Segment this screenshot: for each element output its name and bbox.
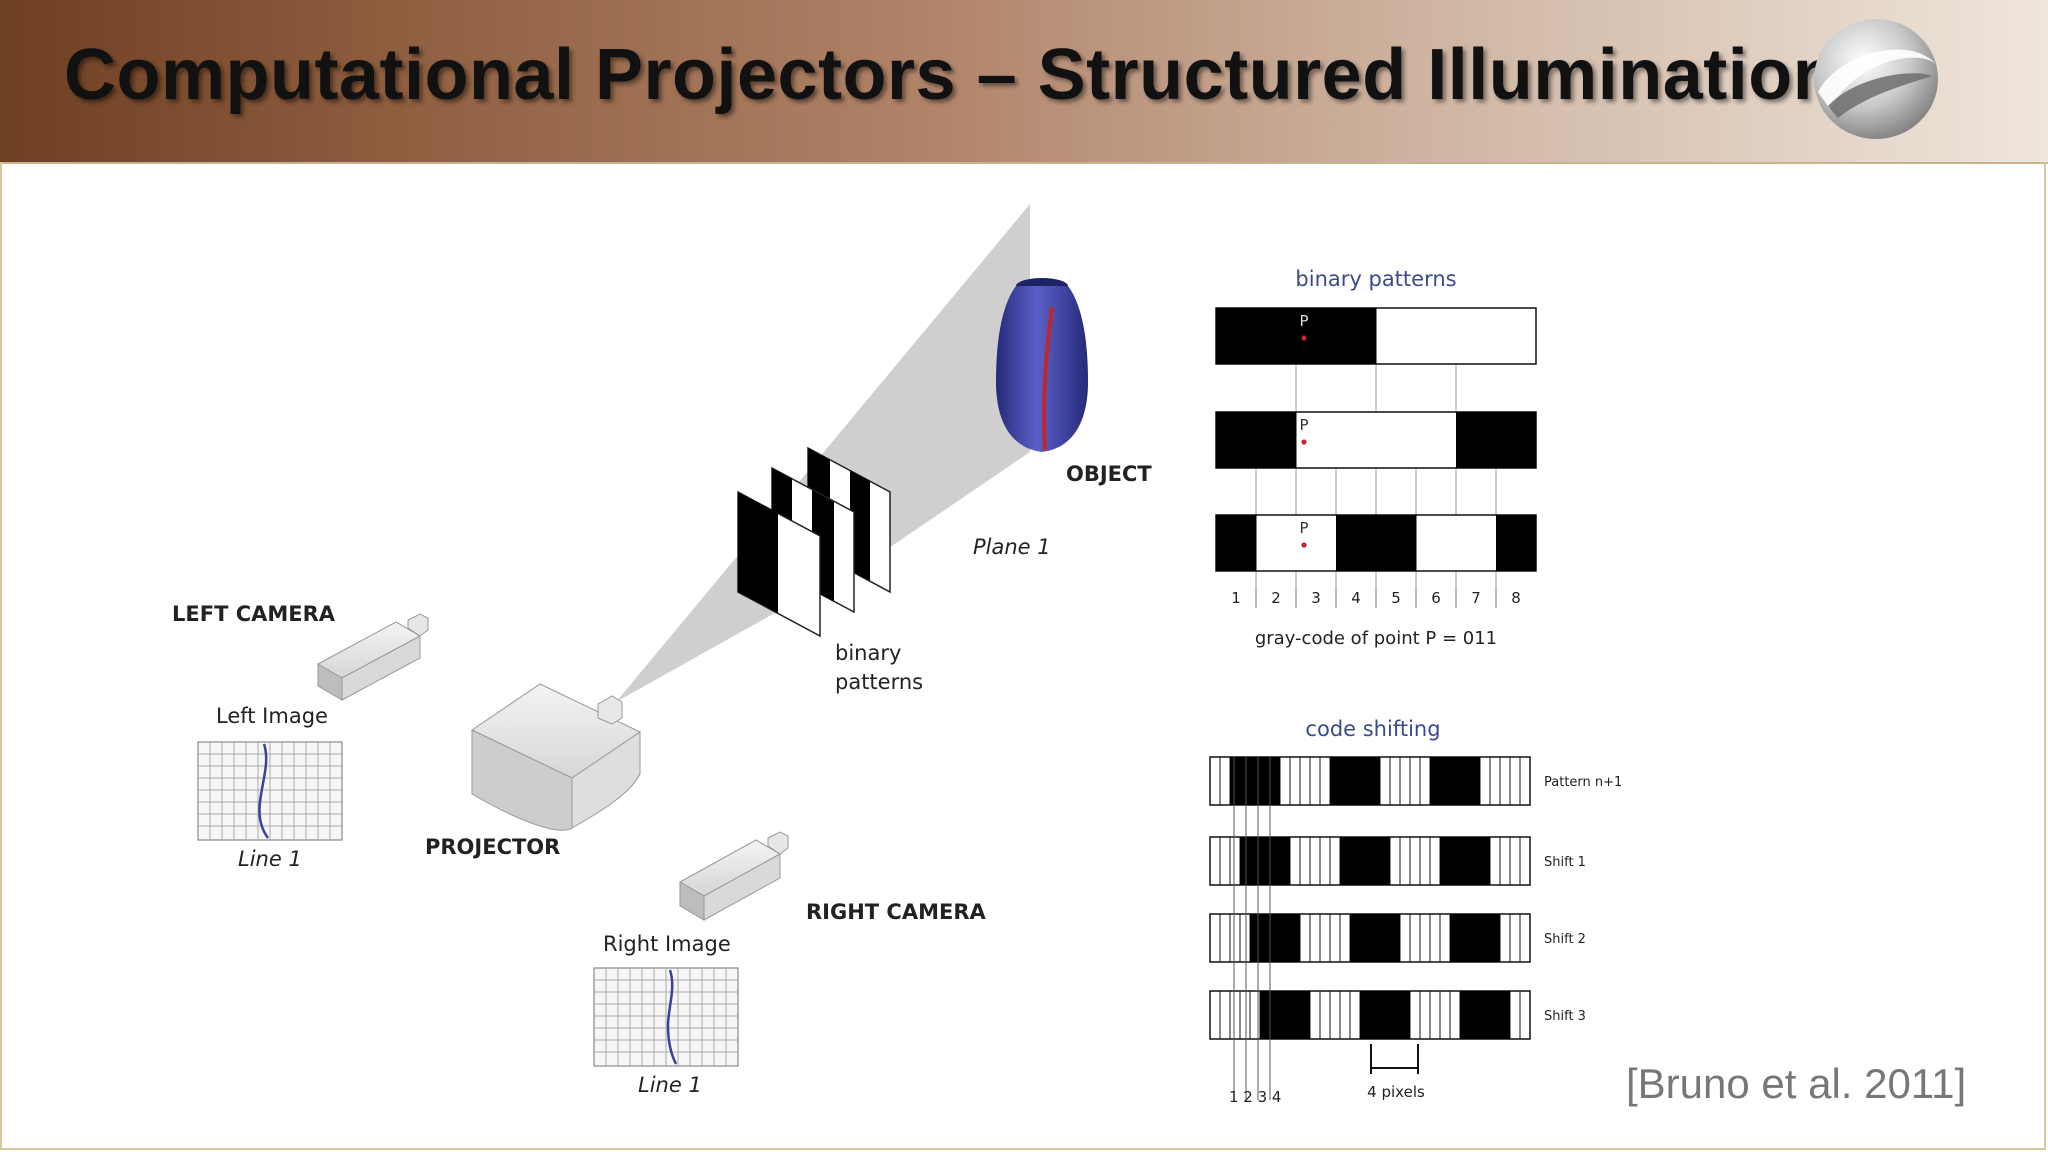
column-number: 5 <box>1391 589 1401 607</box>
column-number: 3 <box>1311 589 1321 607</box>
code-guide-lines <box>1233 757 1271 1100</box>
pattern-cell <box>1256 308 1297 364</box>
pixels-label: 4 pixels <box>1367 1083 1425 1101</box>
pattern-cell <box>1216 412 1257 468</box>
code-panel-title: code shifting <box>1305 717 1440 741</box>
right-image-grid <box>593 967 739 1067</box>
code-block <box>1340 837 1390 885</box>
citation: [Bruno et al. 2011] <box>1626 1060 1967 1107</box>
code-block <box>1260 991 1310 1039</box>
swoosh-globe-icon <box>1814 19 1938 139</box>
column-number: 2 <box>1271 589 1281 607</box>
code-block <box>1450 914 1500 962</box>
column-number: 4 <box>1351 589 1361 607</box>
point-p-label: P <box>1299 519 1308 537</box>
pattern-cell <box>1256 412 1297 468</box>
code-block <box>1230 757 1280 805</box>
projector-label: PROJECTOR <box>425 835 560 859</box>
binary-pattern-plates <box>737 446 891 638</box>
code-shift-row: Shift 2 <box>1209 913 1586 963</box>
code-block <box>1360 991 1410 1039</box>
pattern-cell <box>1496 412 1537 468</box>
gray-code-caption: gray-code of point P = 011 <box>1255 628 1497 649</box>
code-row-label: Shift 2 <box>1544 932 1586 947</box>
right-line-label: Line 1 <box>638 1073 702 1097</box>
pixel-span-marker <box>1370 1044 1419 1074</box>
code-row-label: Shift 1 <box>1544 855 1586 870</box>
right-image-label: Right Image <box>603 932 731 956</box>
binary-pattern-row: P <box>1215 514 1537 572</box>
pattern-cell <box>1216 308 1257 364</box>
code-row-label: Pattern n+1 <box>1544 775 1622 790</box>
pattern-cell <box>1336 515 1377 571</box>
left-image-grid <box>197 741 343 841</box>
binary-pattern-row: P <box>1215 307 1537 365</box>
point-p-marker <box>1301 439 1307 445</box>
right-camera <box>678 831 789 921</box>
code-shift-row: Shift 1 <box>1209 836 1586 886</box>
binary-pattern-row: P <box>1215 411 1537 469</box>
point-p-label: P <box>1299 416 1308 434</box>
content-frame <box>0 162 2046 1150</box>
pattern-cell <box>1336 308 1377 364</box>
pattern-cell <box>1456 412 1497 468</box>
code-block <box>1240 837 1290 885</box>
code-shift-row: Shift 3 <box>1209 990 1586 1040</box>
code-block <box>1440 837 1490 885</box>
binary-column-numbers: 1 2 3 4 5 6 7 8 <box>1231 588 1521 608</box>
slide-title: Computational Projectors – Structured Il… <box>64 35 1838 115</box>
projection-cone <box>616 204 1030 702</box>
point-p-label: P <box>1299 312 1308 330</box>
binary-patterns-label-line1: binary <box>835 641 901 665</box>
code-block <box>1330 757 1380 805</box>
pattern-cell <box>1496 515 1537 571</box>
pattern-cell <box>1216 515 1257 571</box>
column-number: 7 <box>1471 589 1481 607</box>
left-image-label: Left Image <box>216 704 328 728</box>
structured-light-diagram: OBJECT Plane 1 binary patterns LEFT CAME… <box>172 204 1622 1106</box>
plane-label: Plane 1 <box>973 535 1051 559</box>
binary-patterns-label-line2: patterns <box>835 670 923 694</box>
column-number: 8 <box>1511 589 1521 607</box>
code-row-label: Shift 3 <box>1544 1009 1586 1024</box>
left-camera-label: LEFT CAMERA <box>172 602 336 626</box>
object-vase <box>996 278 1088 452</box>
object-label: OBJECT <box>1066 462 1152 486</box>
column-number: 6 <box>1431 589 1441 607</box>
point-p-marker <box>1301 335 1307 341</box>
point-p-marker <box>1301 542 1307 548</box>
binary-panel-title: binary patterns <box>1295 267 1456 291</box>
binary-pattern-rows: P P P <box>1215 307 1537 592</box>
column-number: 1 <box>1231 589 1241 607</box>
right-camera-label: RIGHT CAMERA <box>806 900 987 924</box>
pattern-cell <box>1376 515 1417 571</box>
code-block <box>1350 914 1400 962</box>
title-bar: Computational Projectors – Structured Il… <box>0 0 2048 164</box>
left-camera <box>316 613 429 701</box>
code-bottom-numbers: 1 2 3 4 <box>1229 1088 1281 1106</box>
projector <box>470 683 642 831</box>
code-block <box>1430 757 1480 805</box>
left-line-label: Line 1 <box>238 847 302 871</box>
code-block <box>1460 991 1510 1039</box>
code-shift-row: Pattern n+1 <box>1209 756 1622 806</box>
